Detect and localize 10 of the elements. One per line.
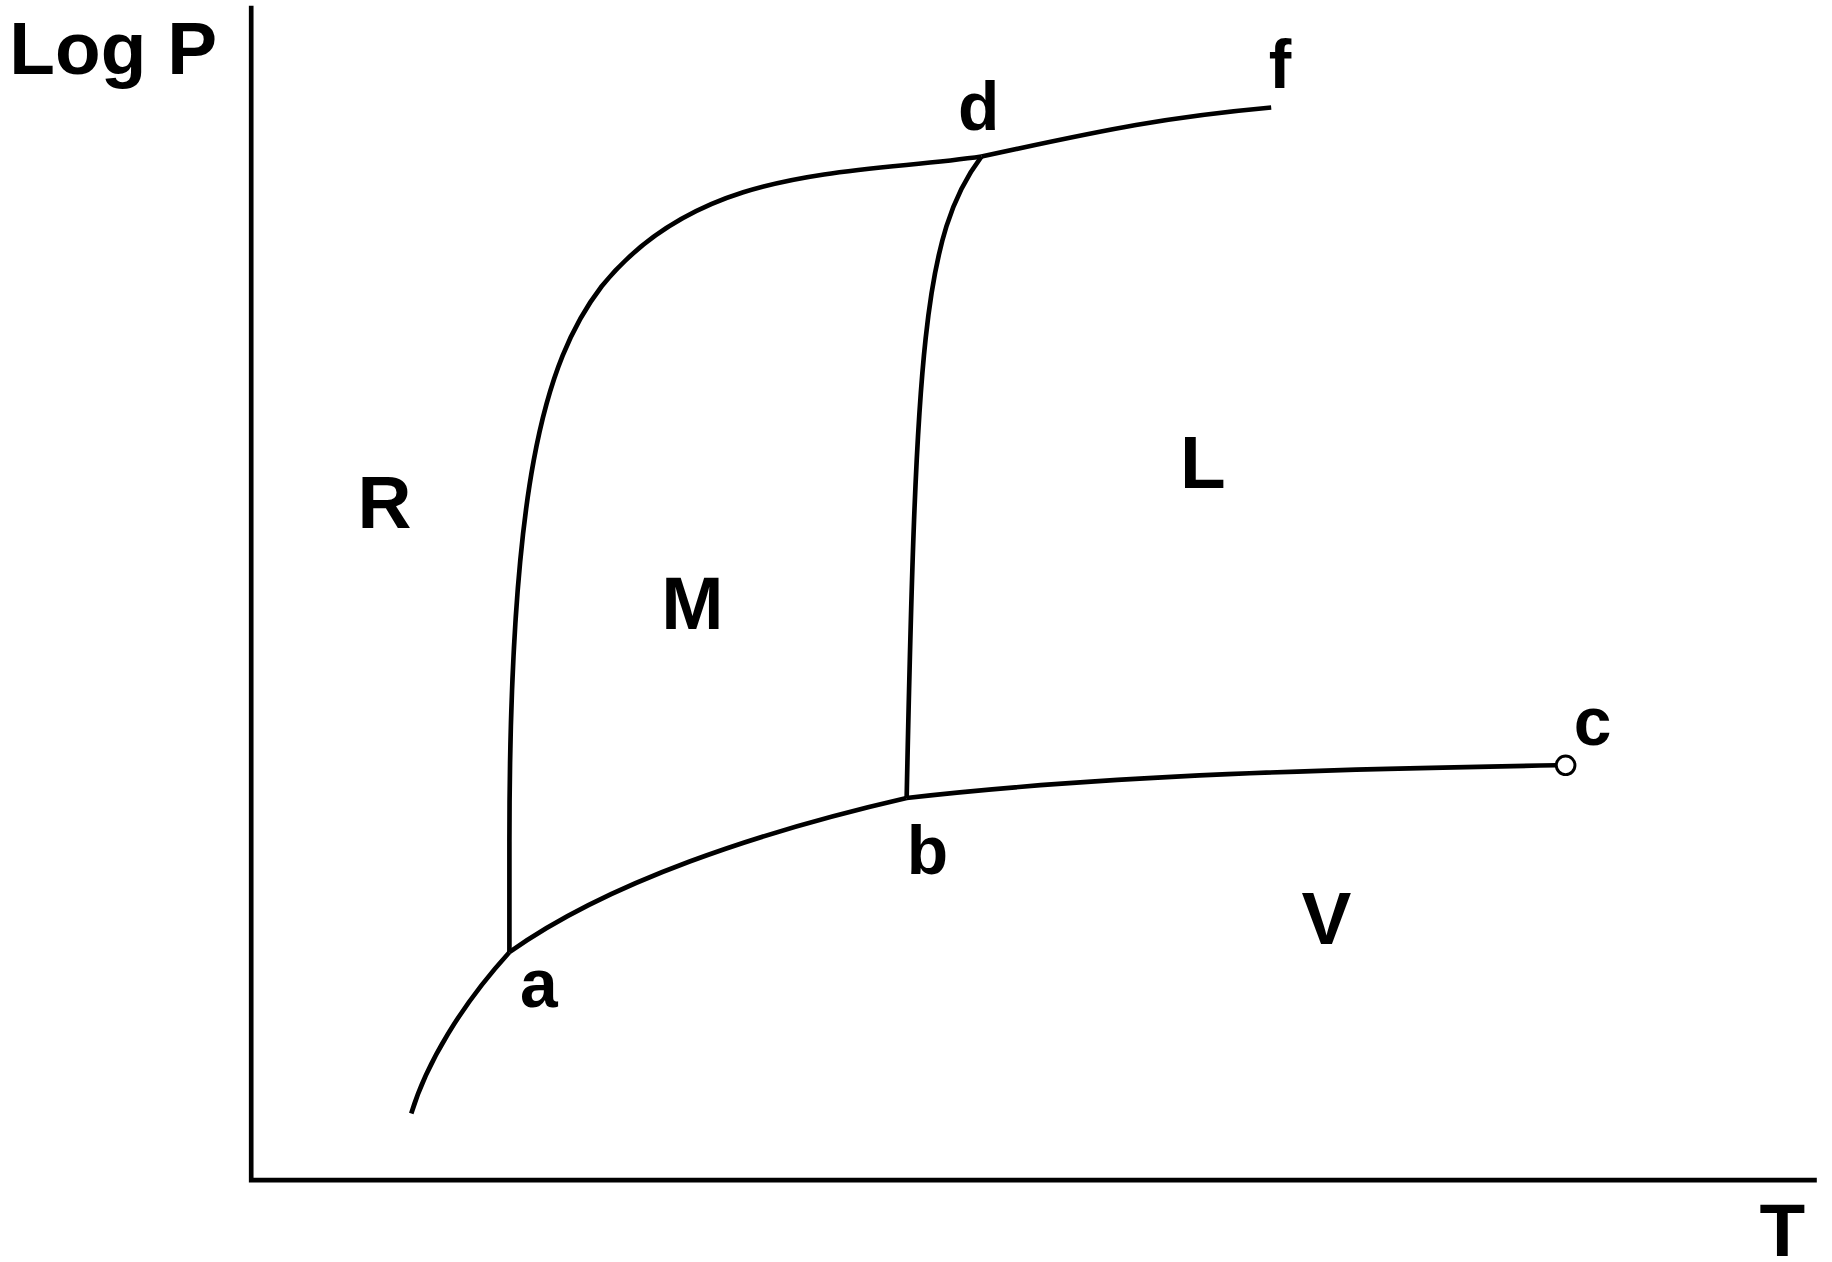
point-label: a	[519, 949, 558, 1018]
point-label: d	[958, 72, 1000, 141]
point-label: c	[1573, 688, 1612, 756]
region-label: R	[357, 464, 412, 540]
region-label: V	[1301, 880, 1352, 956]
region-label: L	[1180, 425, 1226, 500]
point-label: b	[906, 816, 949, 885]
axis-label: T	[1759, 1192, 1806, 1262]
point-label: f	[1268, 30, 1292, 98]
region-label: M	[661, 565, 724, 640]
